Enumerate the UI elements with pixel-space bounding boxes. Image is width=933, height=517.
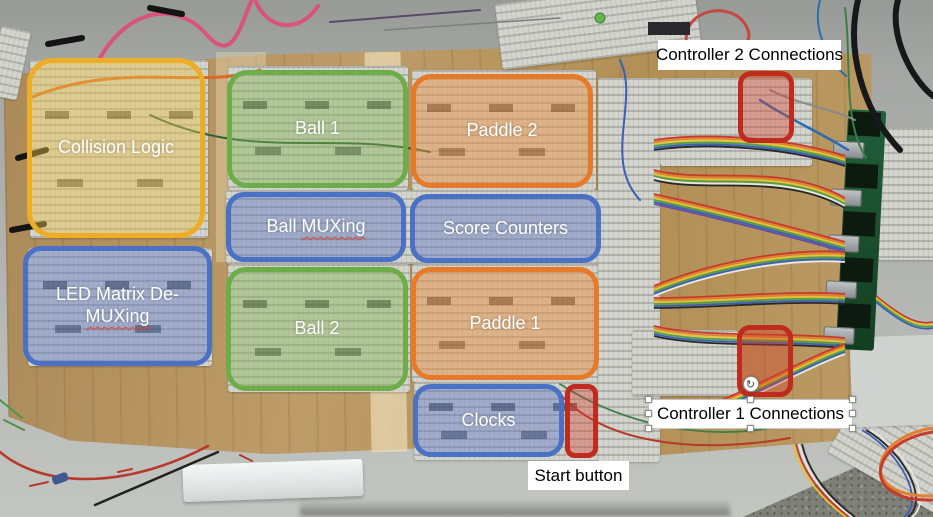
selection-handle-top-center[interactable]	[746, 396, 754, 403]
region-score-counters[interactable]: Score Counters	[410, 194, 601, 263]
selection-handle-bottom-right[interactable]	[849, 425, 856, 432]
misspelled-word: MUXing	[301, 216, 366, 237]
region-label: Paddle 2	[466, 120, 538, 141]
region-clocks[interactable]: Clocks	[413, 384, 564, 457]
breadboard-right-bottom	[632, 330, 738, 396]
pcb-module	[840, 257, 874, 283]
selection-handle-top-left[interactable]	[645, 396, 652, 403]
callout-controller-2-connections[interactable]: Controller 2 Connections	[655, 40, 844, 70]
pcb-module	[842, 211, 876, 237]
region-label: Score Counters	[442, 217, 569, 238]
highlight-controller-2-area[interactable]	[738, 71, 794, 143]
selection-handle-bottom-left[interactable]	[645, 425, 652, 432]
pcb-module	[837, 302, 872, 329]
rotation-handle-icon[interactable]: ↻	[742, 376, 759, 392]
highlight-controller-1-area[interactable]	[737, 325, 793, 397]
region-paddle-2[interactable]: Paddle 2	[411, 74, 593, 188]
callout-label: Controller 2 Connections	[655, 45, 844, 64]
region-label: Ball 1	[294, 118, 341, 139]
misspelled-word: MUXing	[85, 306, 150, 326]
breadboard-led-demux	[28, 248, 212, 366]
region-ball-2[interactable]: Ball 2	[226, 267, 408, 391]
ribbon-connector	[827, 234, 860, 253]
selection-handle-top-right[interactable]	[849, 396, 856, 403]
breadboard-paddle1	[412, 264, 600, 382]
region-led-matrix-demuxing[interactable]: LED Matrix De- MUXing	[23, 246, 212, 366]
callout-start-button[interactable]: Start button	[528, 461, 629, 490]
pcb-module	[845, 163, 879, 189]
pcb-module	[847, 111, 882, 137]
callout-label: Controller 1 Connections	[656, 404, 845, 423]
ribbon-connector	[830, 188, 863, 207]
breadboard-ball2	[228, 264, 410, 392]
region-collision-logic[interactable]: Collision Logic	[27, 58, 205, 238]
region-label: Collision Logic	[57, 137, 175, 158]
ribbon-connector	[832, 140, 865, 160]
region-label: Paddle 1	[469, 312, 541, 333]
callout-controller-1-connections[interactable]: Controller 1 Connections ↻	[645, 376, 856, 432]
ribbon-connector	[825, 280, 858, 299]
region-label: Clocks	[461, 409, 516, 430]
table-edge-shadow	[300, 500, 730, 516]
white-strip-object	[182, 458, 364, 503]
selection-handle-mid-right[interactable]	[849, 410, 856, 417]
region-label: Ball 2	[294, 318, 340, 339]
breadboard-right-edge	[878, 128, 933, 260]
region-label: LED Matrix De-	[55, 284, 180, 305]
selection-handle-mid-left[interactable]	[645, 410, 652, 417]
callout-label: Start button	[534, 465, 623, 485]
highlight-start-button-area[interactable]	[565, 384, 598, 458]
region-paddle-1[interactable]: Paddle 1	[411, 267, 599, 380]
breadboard-paddle2	[412, 70, 596, 190]
ribbon-connector	[823, 326, 855, 345]
region-ball-1[interactable]: Ball 1	[227, 70, 408, 188]
selection-handle-bottom-center[interactable]	[746, 425, 754, 432]
